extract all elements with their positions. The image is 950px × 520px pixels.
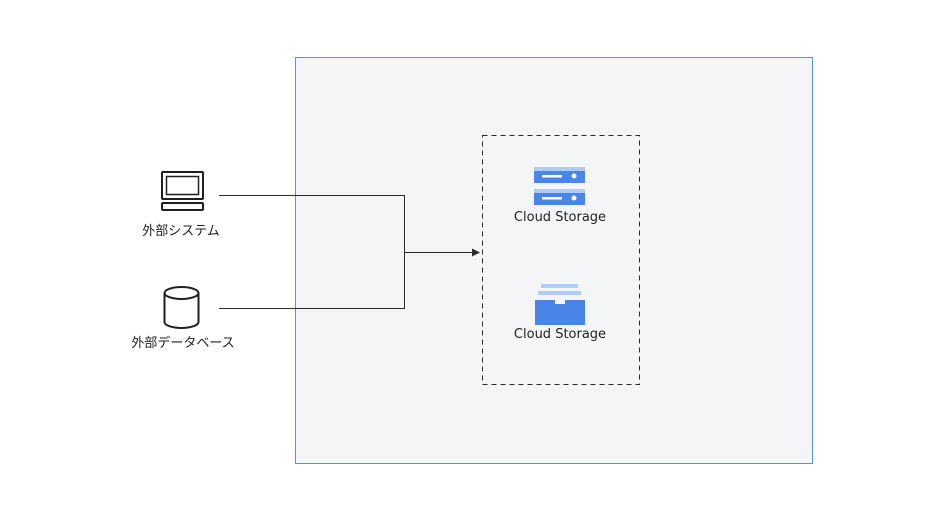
external-database-label: 外部データベース — [131, 336, 235, 351]
cloud-storage-label-2: Cloud Storage — [513, 327, 607, 342]
database-icon — [163, 286, 200, 329]
server-stack-icon — [534, 167, 585, 205]
connector-from-external-database — [219, 252, 405, 309]
project-container — [295, 57, 813, 464]
connector-lines — [219, 195, 480, 309]
cloud-storage-label-1: Cloud Storage — [513, 210, 607, 225]
connector-from-external-system — [219, 195, 405, 252]
computer-icon — [161, 171, 204, 211]
external-system-label: 外部システム — [142, 224, 220, 239]
storage-group-box — [482, 135, 640, 385]
storage-tray-icon — [535, 284, 585, 325]
